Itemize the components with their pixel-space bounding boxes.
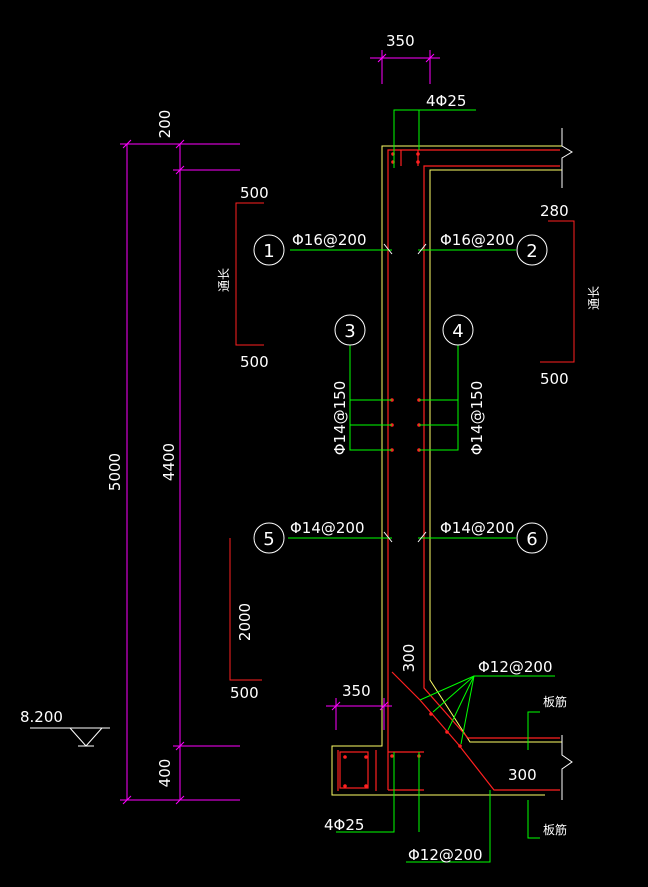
leader-lines <box>288 109 555 863</box>
label-bar2-top-len: 280 <box>540 202 569 220</box>
label-bar5-bottom-len: 500 <box>230 684 259 702</box>
dim-base-thickness: 400 <box>156 759 174 788</box>
label-elevation: 8.200 <box>20 708 63 726</box>
concrete-outline <box>331 145 562 796</box>
label-bar-6: Φ14@200 <box>440 519 515 537</box>
dim-top-slab: 200 <box>156 110 174 139</box>
label-stirrup-bars: Φ12@200 <box>408 846 483 864</box>
marker-6-label: 6 <box>526 529 537 550</box>
marker-1-label: 1 <box>263 241 274 262</box>
label-bar-4: Φ14@150 <box>468 381 486 456</box>
marker-labels: 1 2 3 4 5 6 <box>263 241 537 550</box>
leader-ticks <box>383 243 427 543</box>
dim-wall-height: 4400 <box>160 443 178 481</box>
marker-4-label: 4 <box>452 321 463 342</box>
label-bar1-bottom-len: 500 <box>240 353 269 371</box>
label-bar-1: Φ16@200 <box>292 231 367 249</box>
label-bar-2: Φ16@200 <box>440 231 515 249</box>
dim-top-width: 350 <box>386 32 415 50</box>
slab-break-marks <box>561 128 573 800</box>
label-dim-300-h: 300 <box>508 766 537 784</box>
label-bar1-top-len: 500 <box>240 184 269 202</box>
label-haunch-bars: Φ12@200 <box>478 658 553 676</box>
dim-anchor-length: 2000 <box>236 603 254 641</box>
label-slab-bottom: 板筋 <box>543 822 567 837</box>
rebar-lines <box>337 149 560 791</box>
elevation-marker <box>30 727 110 747</box>
dimension-lines <box>120 50 440 805</box>
dim-total-height: 5000 <box>106 453 124 491</box>
label-bar-3: Φ14@150 <box>331 381 349 456</box>
label-bottom-main-bars: 4Φ25 <box>324 816 364 834</box>
label-through-left: 通长 <box>217 268 231 292</box>
marker-5-label: 5 <box>263 529 274 550</box>
dim-bottom-width: 350 <box>342 682 371 700</box>
marker-3-label: 3 <box>344 321 355 342</box>
label-slab-top: 板筋 <box>543 694 567 709</box>
label-bar-5: Φ14@200 <box>290 519 365 537</box>
dim-haunch-vertical: 300 <box>400 644 418 673</box>
marker-2-label: 2 <box>526 241 537 262</box>
bar-markers <box>253 234 548 554</box>
label-bar2-bottom-len: 500 <box>540 370 569 388</box>
label-top-main-bars: 4Φ25 <box>426 92 466 110</box>
label-through-right: 通长 <box>587 286 601 310</box>
bar-shape-sketches <box>229 202 575 681</box>
